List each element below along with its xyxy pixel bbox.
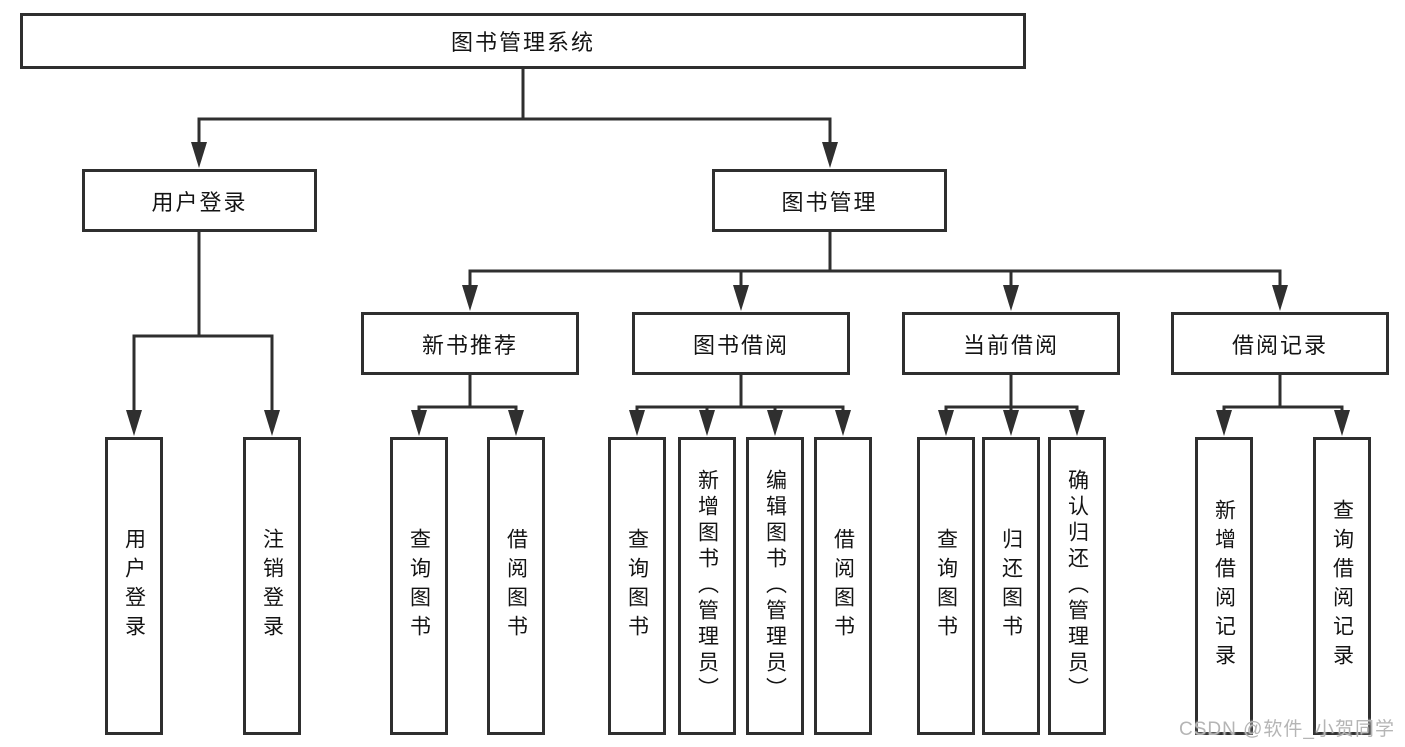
connector-line (635, 373, 845, 413)
csdn-watermark: CSDN @软件_小贺同学 (1179, 719, 1395, 740)
leaf-current-confirm-return-admin: 确认归还（管理员） (1048, 437, 1106, 735)
arrowhead-down-icon (1003, 410, 1019, 436)
connector-line (1222, 373, 1344, 413)
arrowhead-down-icon (191, 142, 207, 168)
arrowhead-down-icon (264, 410, 280, 436)
connector-new-book-rec-to-leaves (411, 373, 524, 436)
arrowhead-down-icon (1272, 285, 1288, 311)
leaf-borrow-borrow-books: 借阅图书 (814, 437, 872, 735)
leaf-borrow-edit-books-admin: 编辑图书（管理员） (746, 437, 804, 735)
connector-line (417, 373, 518, 413)
arrowhead-down-icon (1069, 410, 1085, 436)
leaf-newbook-query-books: 查询图书 (390, 437, 448, 735)
leaf-borrow-add-books-admin: 新增图书（管理员） (678, 437, 736, 735)
node-book-management: 图书管理 (712, 169, 947, 232)
leaf-borrow-query-books: 查询图书 (608, 437, 666, 735)
connector-book-borrow-to-leaves (629, 373, 851, 436)
leaf-records-add-record: 新增借阅记录 (1195, 437, 1253, 735)
connector-user-login-to-leaves (126, 230, 280, 436)
leaf-logout-login: 注销登录 (243, 437, 301, 735)
leaf-current-return-books: 归还图书 (982, 437, 1040, 735)
connector-line (944, 373, 1079, 413)
connector-line (197, 67, 832, 145)
arrowhead-down-icon (126, 410, 142, 436)
connector-line (468, 231, 1282, 288)
leaf-newbook-borrow-books: 借阅图书 (487, 437, 545, 735)
connector-book-mgmt-to-level3 (462, 231, 1288, 311)
arrowhead-down-icon (629, 410, 645, 436)
connector-current-borrow-to-leaves (938, 373, 1085, 436)
arrowhead-down-icon (767, 410, 783, 436)
leaf-records-query-record: 查询借阅记录 (1313, 437, 1371, 735)
connector-borrow-record-to-leaves (1216, 373, 1350, 436)
connector-line (132, 230, 274, 413)
node-root: 图书管理系统 (20, 13, 1026, 69)
arrowhead-down-icon (1334, 410, 1350, 436)
leaf-user-login: 用户登录 (105, 437, 163, 735)
node-borrow-records: 借阅记录 (1171, 312, 1389, 375)
arrowhead-down-icon (1216, 410, 1232, 436)
node-book-borrow: 图书借阅 (632, 312, 850, 375)
arrowhead-down-icon (508, 410, 524, 436)
connector-root-to-level2 (191, 67, 838, 168)
arrowhead-down-icon (411, 410, 427, 436)
arrowhead-down-icon (462, 285, 478, 311)
node-user-login: 用户登录 (82, 169, 317, 232)
arrowhead-down-icon (1003, 285, 1019, 311)
arrowhead-down-icon (822, 142, 838, 168)
node-current-borrow: 当前借阅 (902, 312, 1120, 375)
arrowhead-down-icon (699, 410, 715, 436)
arrowhead-down-icon (938, 410, 954, 436)
node-new-book-recommend: 新书推荐 (361, 312, 579, 375)
arrowhead-down-icon (733, 285, 749, 311)
leaf-current-query-books: 查询图书 (917, 437, 975, 735)
arrowhead-down-icon (835, 410, 851, 436)
